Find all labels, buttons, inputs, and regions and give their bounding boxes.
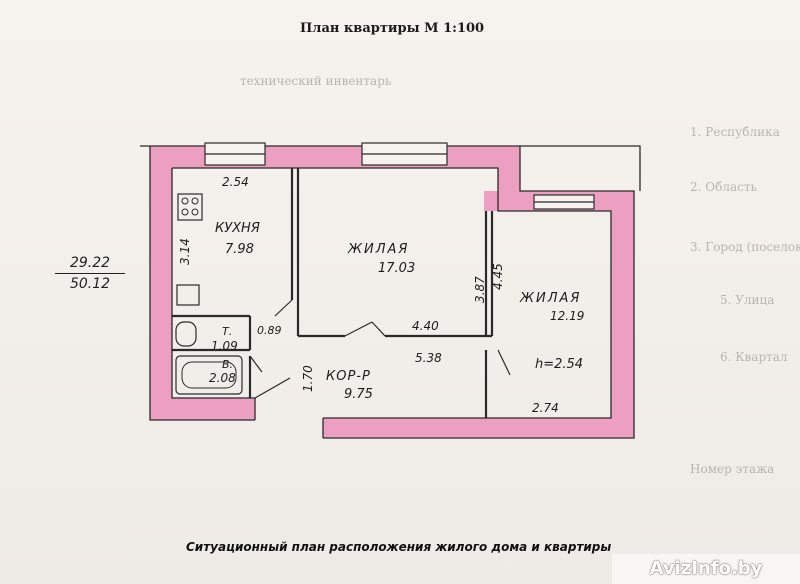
room-corridor-name: КОР-Р [326, 369, 371, 384]
dimension-label: 0.89 [257, 324, 282, 337]
interior-walls [172, 168, 494, 418]
room-corridor-area: 9.75 [344, 387, 373, 402]
area-summary: 29.22 50.12 [55, 255, 125, 292]
dimension-label: 2.74 [532, 401, 559, 415]
dimension-label: 4.40 [412, 319, 439, 333]
door-swings [249, 299, 511, 399]
living-area-value: 29.22 [55, 255, 125, 274]
faint-form-text: Номер этажа [690, 462, 775, 476]
plan-title: План квартиры М 1:100 [300, 21, 485, 36]
stove-fixture [177, 193, 203, 221]
room-kitchen-name: КУХНЯ [215, 221, 260, 236]
faint-form-text: 1. Республика [690, 125, 780, 139]
total-area-value: 50.12 [69, 276, 111, 292]
windows [204, 142, 595, 210]
faint-form-text: технический инвентарь [240, 74, 392, 88]
toilet-fixture [175, 321, 197, 347]
dimension-label: 2.54 [222, 175, 249, 189]
dimension-label: 3.87 [473, 276, 487, 303]
bathtub-fixture [175, 355, 243, 395]
sink-fixture [176, 284, 200, 306]
room-living1-area: 17.03 [378, 261, 415, 276]
room-bath-area: 2.08 [209, 371, 236, 385]
dimension-label: 1.70 [301, 365, 315, 392]
faint-form-text: 2. Область [690, 180, 757, 194]
room-kitchen-area: 7.98 [225, 242, 254, 257]
room-living2-name: ЖИЛАЯ [519, 291, 581, 306]
dimension-label: 3.14 [178, 238, 192, 265]
faint-form-text: 5. Улица [720, 293, 775, 307]
room-living1-name: ЖИЛАЯ [347, 242, 409, 257]
dimension-label: 4.45 [491, 263, 505, 290]
site-watermark: AvizInfo.by [612, 554, 800, 584]
dimension-label: 5.38 [415, 351, 442, 365]
room-living2-area: 12.19 [550, 309, 584, 323]
room-bath-name: В. [222, 358, 233, 371]
ceiling-height-label: h=2.54 [535, 357, 583, 372]
faint-form-text: 3. Город (поселок) [690, 240, 800, 254]
wall-outline [140, 145, 641, 439]
room-toilet-area: 1.09 [211, 339, 238, 353]
room-toilet-name: Т. [222, 325, 232, 338]
faint-form-text: 6. Квартал [720, 350, 788, 364]
situational-plan-caption: Ситуационный план расположения жилого до… [186, 540, 612, 554]
